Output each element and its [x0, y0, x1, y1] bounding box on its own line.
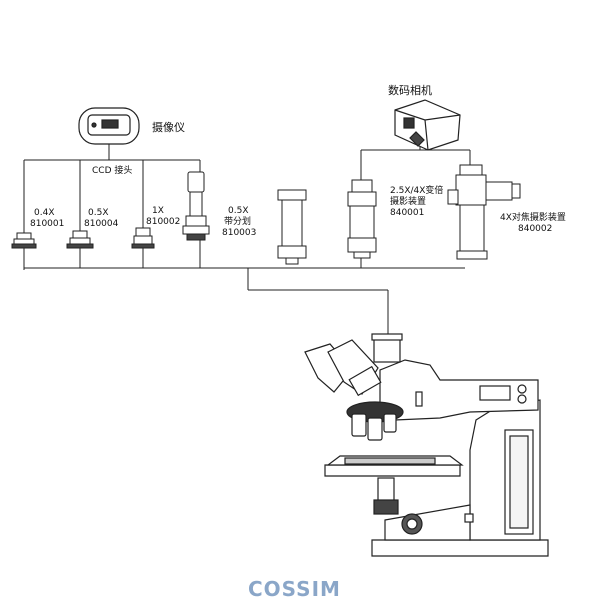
digital-camera-image [394, 99, 461, 151]
brand-logo: COSSIM [248, 577, 341, 601]
adapter-1x-mag: 1X [152, 206, 164, 216]
camera-label: 摄像仪 [152, 121, 185, 134]
connector-lines [23, 140, 471, 345]
adapter-05x-reticle-desc: 带分划 [224, 217, 252, 227]
adapter-04x-mag: 0.4X [34, 208, 55, 218]
adapter-05x-reticle-mag: 0.5X [228, 206, 249, 216]
zoom-adapter-desc-2: 摄影装置 [390, 197, 427, 207]
digital-camera-label: 数码相机 [388, 84, 432, 97]
adapter-05x-code: 810004 [84, 219, 119, 229]
zoom-adapter-code: 840001 [390, 208, 425, 218]
ccd-camera-image [78, 107, 140, 145]
adapter-05x-mag: 0.5X [88, 208, 109, 218]
microscope-image [304, 333, 549, 557]
zoom-photo-adapter-image [347, 179, 377, 259]
adapter-05x-image [66, 230, 94, 249]
adapter-1x-image [131, 227, 155, 249]
adapter-04x-image [11, 232, 37, 249]
ccd-adapter-label: CCD 接头 [92, 166, 133, 176]
focus-photo-adapter-image [447, 164, 521, 260]
adapter-05x-reticle-code: 810003 [222, 228, 257, 238]
tube-adapter-image [277, 189, 307, 265]
adapter-04x-code: 810001 [30, 219, 65, 229]
focus-adapter-code: 840002 [518, 224, 553, 234]
zoom-adapter-desc-1: 2.5X/4X变倍 [390, 186, 444, 196]
adapter-1x-code: 810002 [146, 217, 181, 227]
focus-adapter-desc: 4X对焦摄影装置 [500, 213, 566, 223]
adapter-05x-reticle-image [182, 171, 210, 241]
